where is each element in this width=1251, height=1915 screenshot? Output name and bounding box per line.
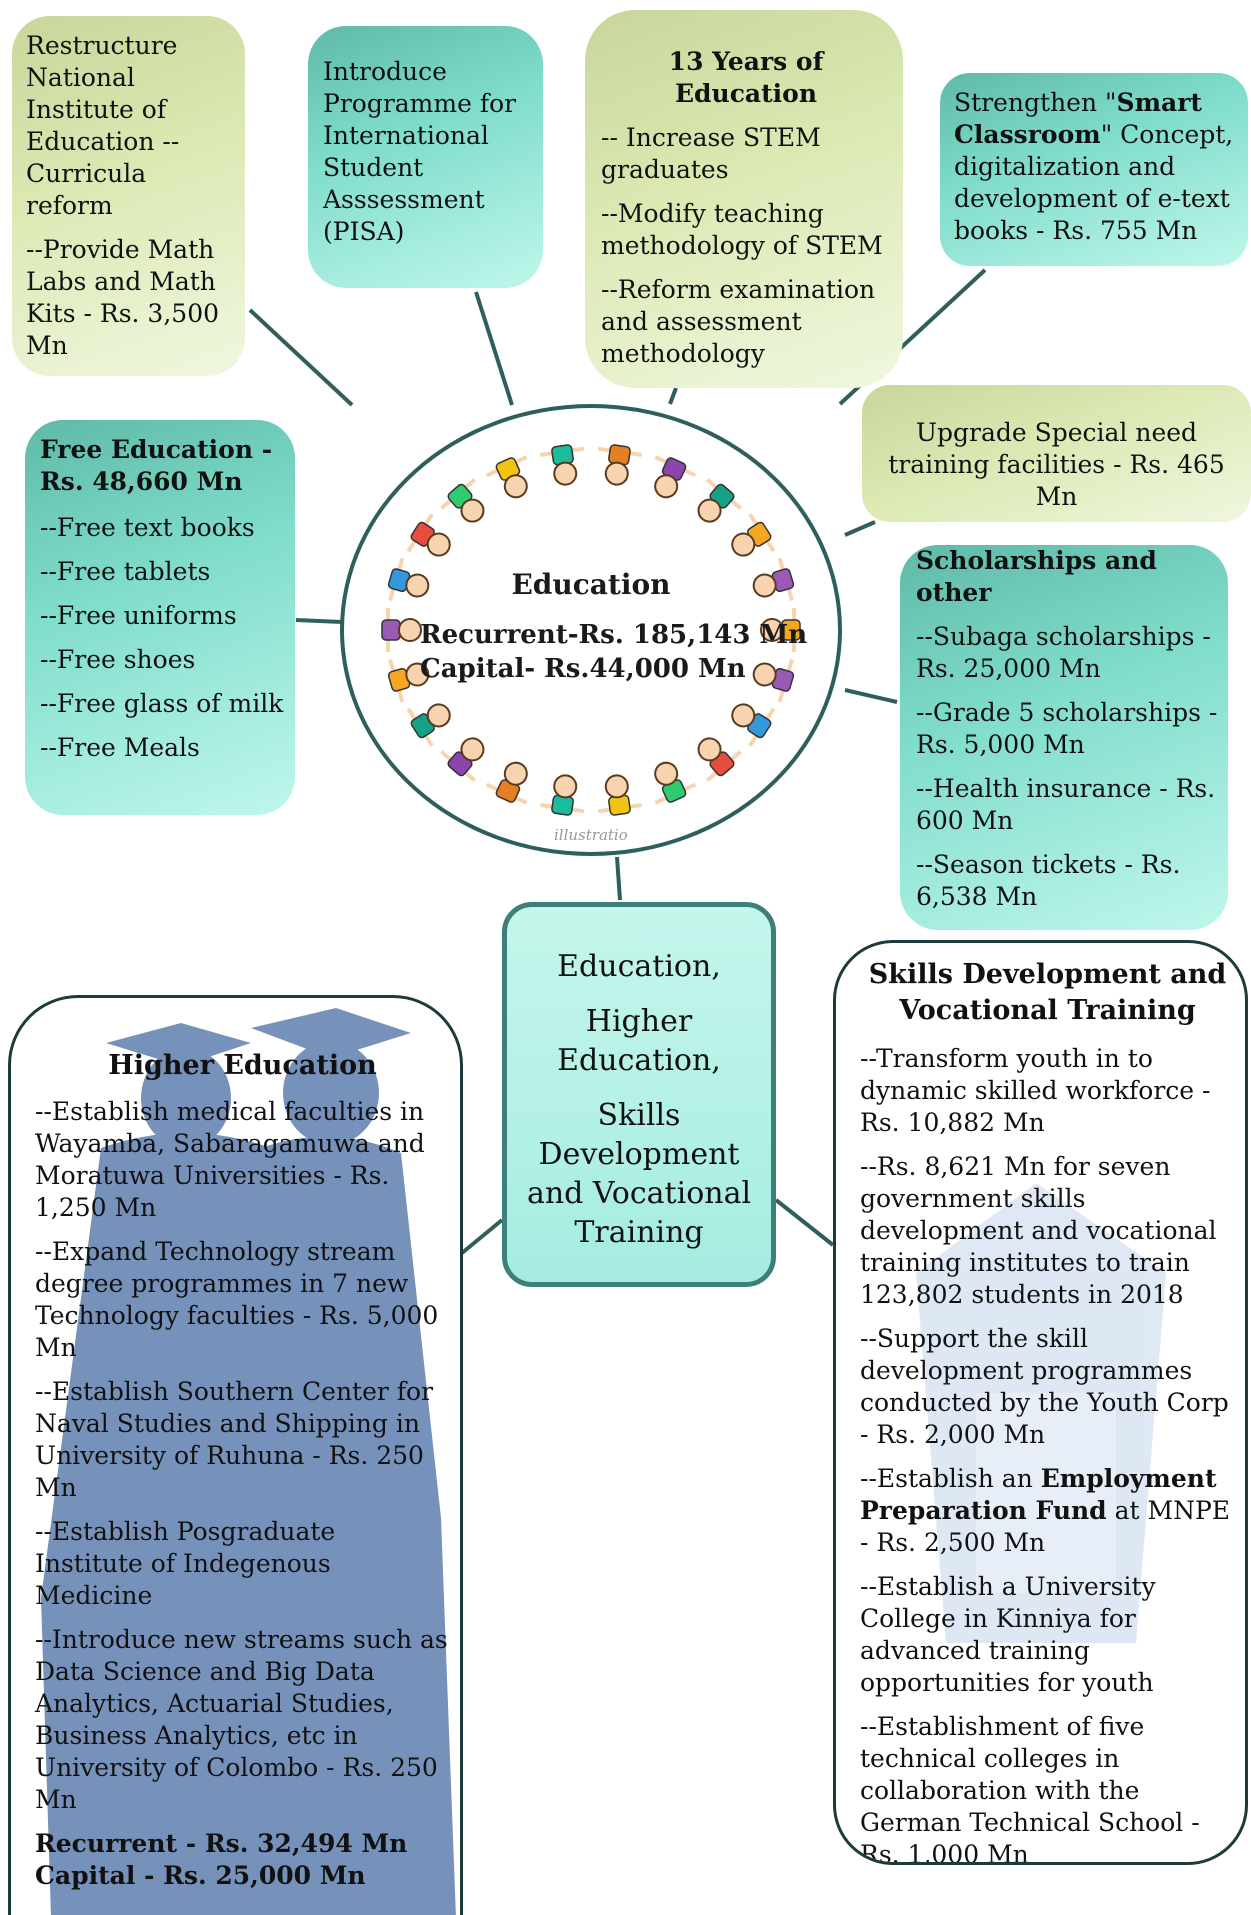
connector-free (295, 618, 343, 624)
connector-special (844, 520, 876, 537)
higher-capital: Capital - Rs. 25,000 Mn (35, 1861, 366, 1890)
higher-recurrent: Recurrent - Rs. 32,494 Mn (35, 1829, 408, 1858)
child-figure (697, 478, 742, 523)
child-figure (440, 737, 485, 782)
child-figure (406, 513, 451, 557)
child-figure (597, 444, 642, 486)
child-figure (760, 608, 801, 652)
years-item: --Reform examination and assessment meth… (601, 275, 876, 368)
skills-item-employment: --Establish an Employment Preparation Fu… (860, 1464, 1231, 1557)
skills-item: --Support the skill development programm… (860, 1324, 1229, 1449)
free-item: --Free tablets (40, 557, 211, 586)
skills-title: Skills Development and Vocational Traini… (868, 959, 1227, 1026)
scholar-item: --Season tickets - Rs. 6,538 Mn (916, 850, 1181, 911)
center-capital: Capital- Rs.44,000 Mn (420, 654, 746, 684)
special-need-box: Upgrade Special need training facilities… (862, 385, 1251, 522)
higher-item: --Establish Posgraduate Institute of Ind… (35, 1517, 336, 1610)
hub-line: Higher Education, (557, 1004, 721, 1078)
scholar-title: Scholarships and other (916, 546, 1157, 607)
higher-item: --Introduce new streams such as Data Sci… (35, 1625, 448, 1814)
years-item: -- Increase STEM graduates (601, 123, 821, 184)
child-figure (597, 774, 642, 816)
higher-item: --Establish Southern Center for Naval St… (35, 1377, 434, 1502)
child-figure (654, 455, 697, 499)
child-figure (752, 659, 795, 703)
higher-title: Higher Education (108, 1050, 377, 1081)
free-item: --Free Meals (40, 733, 200, 762)
scholar-item: --Grade 5 scholarships - Rs. 5,000 Mn (916, 698, 1218, 759)
connector-nie (248, 308, 354, 407)
graduates-silhouette (41, 1008, 456, 1915)
child-figure (731, 513, 776, 557)
nie-item: --Provide Math Labs and Math Kits - Rs. … (26, 235, 220, 360)
child-figure (654, 761, 697, 805)
years-item: --Modify teaching methodology of STEM (601, 199, 883, 260)
connector-higher (460, 1218, 504, 1255)
free-title: Free Education - Rs. 48,660 Mn (40, 435, 273, 496)
higher-education-panel: Higher Education --Establish medical fac… (8, 995, 463, 1915)
child-figure (406, 703, 451, 747)
child-figure (697, 737, 742, 782)
hub-line: Skills Development and Vocational Traini… (526, 1098, 752, 1250)
center-title: Education (511, 568, 671, 601)
hub-box: Education, Higher Education, Skills Deve… (502, 902, 776, 1287)
scholar-item: --Subaga scholarships - Rs. 25,000 Mn (916, 622, 1211, 683)
watermark-text: illustratio (554, 826, 628, 844)
skills-item: --Transform youth in to dynamic skilled … (860, 1044, 1211, 1137)
years-title: 13 Years of Education (668, 47, 824, 108)
free-education-box: Free Education - Rs. 48,660 Mn --Free te… (25, 420, 295, 815)
skills-item: --Establish a University College in Kinn… (860, 1572, 1156, 1697)
children-ring-illustration (381, 444, 801, 816)
child-figure (485, 455, 528, 499)
child-figure (381, 608, 422, 652)
nie-box: Restructure National Institute of Educat… (12, 16, 245, 376)
connector-hub (615, 856, 622, 901)
pisa-box: Introduce Programme for International St… (308, 26, 543, 288)
child-figure (731, 703, 776, 747)
special-text: Upgrade Special need training facilities… (888, 418, 1225, 511)
hub-line: Education, (557, 949, 721, 984)
child-figure (540, 444, 585, 486)
higher-item: --Establish medical faculties in Wayamba… (35, 1097, 425, 1222)
skills-item: --Rs. 8,621 Mn for seven government skil… (860, 1152, 1217, 1309)
scholarships-box: Scholarships and other --Subaga scholars… (900, 545, 1228, 930)
child-figure (387, 659, 430, 703)
center-recurrent: Recurrent-Rs. 185,143 Mn (420, 620, 808, 650)
years-box: 13 Years of Education -- Increase STEM g… (585, 10, 903, 388)
free-item: --Free shoes (40, 645, 196, 674)
free-item: --Free uniforms (40, 601, 237, 630)
child-figure (540, 774, 585, 816)
education-circle: Education Recurrent-Rs. 185,143 Mn Capit… (340, 404, 842, 856)
higher-item: --Expand Technology stream degree progra… (35, 1237, 439, 1362)
nie-item: Restructure National Institute of Educat… (26, 31, 180, 220)
child-figure (485, 761, 528, 805)
skills-development-panel: Skills Development and Vocational Traini… (833, 940, 1248, 1865)
background-watermark-logo (916, 1183, 1166, 1643)
skills-item: --Establishment of five technical colleg… (860, 1712, 1200, 1865)
child-figure (387, 557, 430, 601)
pisa-text: Introduce Programme for International St… (323, 57, 517, 246)
smart-classroom-box: Strengthen "Smart Classroom" Concept, di… (940, 73, 1248, 266)
child-figure (752, 557, 795, 601)
scholar-item: --Health insurance - Rs. 600 Mn (916, 774, 1216, 835)
smart-text: Strengthen "Smart Classroom" Concept, di… (954, 88, 1234, 245)
connector-scholar (844, 688, 898, 704)
connector-years (668, 387, 678, 405)
connector-skills (774, 1198, 835, 1247)
connector-pisa (474, 291, 514, 406)
free-item: --Free glass of milk (40, 689, 284, 718)
free-item: --Free text books (40, 513, 255, 542)
child-figure (440, 478, 485, 523)
